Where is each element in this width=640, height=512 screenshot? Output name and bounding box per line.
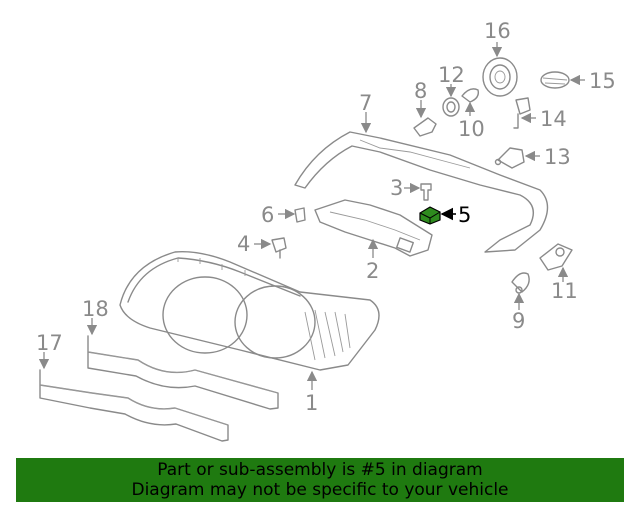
part-17-trim-strip xyxy=(39,369,229,442)
part-16-cover xyxy=(482,57,518,97)
callout-4: 4 xyxy=(237,232,250,256)
part-8-bulb xyxy=(413,117,437,137)
callout-17: 17 xyxy=(36,331,63,355)
part-3-screw xyxy=(420,183,432,201)
part-5-clip-highlighted[interactable] xyxy=(419,206,441,225)
part-6-clip xyxy=(294,207,306,223)
callout-labels: 1 2 3 4 5 6 7 8 9 10 11 12 13 14 15 16 1… xyxy=(36,19,616,415)
callout-2: 2 xyxy=(366,259,379,283)
banner-line-2: Diagram may not be specific to your vehi… xyxy=(131,480,509,500)
callout-6: 6 xyxy=(261,203,274,227)
callout-15: 15 xyxy=(589,69,616,93)
part-4-clip xyxy=(271,237,287,259)
callout-1: 1 xyxy=(305,391,318,415)
callout-9: 9 xyxy=(512,309,525,333)
part-7-trim-frame xyxy=(294,131,549,253)
parts-diagram: 1 2 3 4 5 6 7 8 9 10 11 12 13 14 15 16 1… xyxy=(36,19,616,442)
part-14-connector xyxy=(513,97,531,129)
callout-18: 18 xyxy=(82,297,109,321)
callout-5: 5 xyxy=(458,203,471,227)
part-13-bulb xyxy=(494,147,525,169)
callout-14: 14 xyxy=(540,107,567,131)
leader-lines xyxy=(38,42,585,390)
part-1-headlight-housing xyxy=(119,251,380,371)
part-18-trim-strip xyxy=(87,335,279,410)
callout-3: 3 xyxy=(390,176,403,200)
callout-10: 10 xyxy=(458,117,485,141)
part-2-bracket xyxy=(314,199,433,257)
callout-11: 11 xyxy=(551,279,578,303)
part-10-bulb xyxy=(461,88,480,103)
part-12-ring xyxy=(442,97,460,117)
callout-16: 16 xyxy=(484,19,511,43)
part-11-socket xyxy=(539,243,573,271)
part-15-cap xyxy=(540,71,570,89)
callout-13: 13 xyxy=(544,145,571,169)
part-9-bulb xyxy=(511,272,530,294)
banner-line-1: Part or sub-assembly is #5 in diagram xyxy=(157,460,483,480)
callout-7: 7 xyxy=(359,91,372,115)
callout-8: 8 xyxy=(414,79,427,103)
info-banner: Part or sub-assembly is #5 in diagram Di… xyxy=(16,458,624,502)
callout-12: 12 xyxy=(438,63,465,87)
